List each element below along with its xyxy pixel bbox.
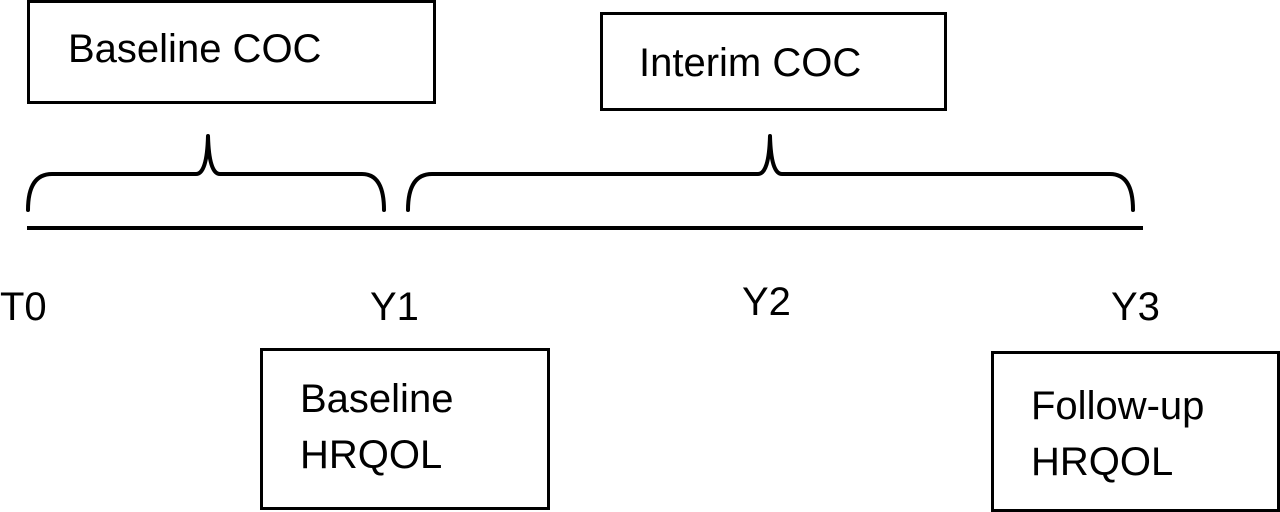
baseline-hrqol-line2: HRQOL — [300, 433, 443, 477]
followup-hrqol-box: Follow-up HRQOL — [991, 351, 1280, 512]
baseline-coc-box: Baseline COC — [27, 0, 436, 104]
tick-y3: Y3 — [1111, 285, 1160, 329]
followup-hrqol-line1: Follow-up — [1031, 384, 1205, 428]
tick-y2: Y2 — [742, 280, 791, 324]
baseline-period-brace — [26, 134, 386, 212]
baseline-hrqol-box: Baseline HRQOL — [260, 348, 550, 510]
interim-coc-label: Interim COC — [639, 41, 862, 85]
followup-hrqol-line2: HRQOL — [1031, 440, 1174, 484]
baseline-hrqol-line1: Baseline — [300, 377, 454, 421]
tick-t0: T0 — [0, 285, 47, 329]
interim-period-brace — [406, 134, 1135, 212]
interim-coc-box: Interim COC — [600, 12, 947, 111]
tick-y1: Y1 — [370, 285, 419, 329]
baseline-coc-label: Baseline COC — [68, 27, 322, 71]
